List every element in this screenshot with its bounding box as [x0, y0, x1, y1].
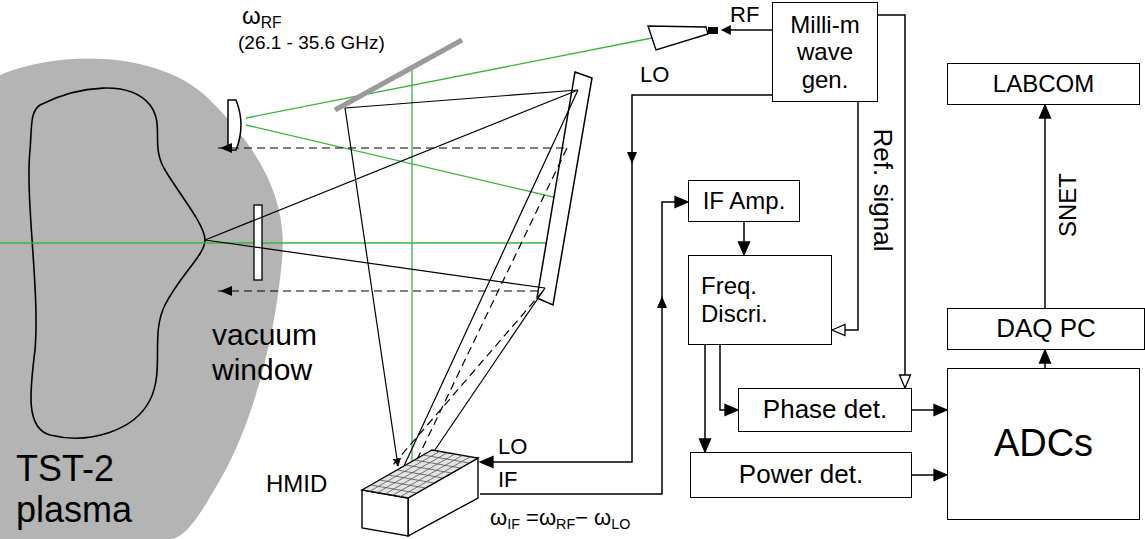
ray-arrow: [220, 143, 232, 153]
arrow-head: [1040, 350, 1051, 363]
ray: [218, 290, 543, 291]
region-label: TST-2 plasma: [16, 448, 166, 531]
process-box: Freq. Discri.: [688, 255, 832, 345]
ray: [404, 90, 578, 466]
connector: [705, 345, 706, 439]
edge-label: Ref. signal: [867, 129, 897, 252]
part-name: vacuum window: [212, 318, 337, 387]
connector: [912, 475, 934, 476]
frequency-symbol: ωRF: [242, 2, 282, 30]
process-box: LABCOM: [947, 63, 1140, 105]
process-box: Phase det.: [738, 388, 912, 432]
small-mirror: [228, 100, 241, 150]
horn-antenna: [648, 26, 708, 50]
edge-label: LO: [640, 62, 669, 87]
rf-beam: [246, 125, 566, 200]
arrow-head: [934, 405, 947, 416]
box-label: Milli-m wave gen.: [780, 11, 870, 94]
connector: [744, 222, 745, 242]
horn-feed: [708, 27, 718, 34]
arrow-head: [700, 439, 711, 452]
edge-label: IF: [498, 467, 518, 492]
ray: [205, 240, 545, 288]
plasma-region: TST-2 plasma: [0, 50, 290, 539]
ray: [392, 291, 543, 466]
edge-label: SNET: [1054, 173, 1082, 237]
arrow-head: [934, 470, 947, 481]
process-box: ADCs: [947, 368, 1140, 520]
process-box: Power det.: [690, 452, 912, 498]
ray: [345, 108, 398, 466]
connector: [480, 202, 675, 494]
arrow-head: [480, 457, 493, 468]
optical-axis: [0, 242, 560, 243]
arrow-head: [739, 242, 750, 255]
ray: [345, 90, 578, 108]
signal-name: RF: [730, 2, 759, 27]
connector: [845, 102, 858, 330]
part-name: HMID: [266, 470, 327, 498]
box-label: LABCOM: [993, 70, 1094, 98]
box-label: DAQ PC: [996, 314, 1096, 344]
connector: [720, 345, 725, 410]
box-label: Phase det.: [763, 395, 887, 425]
arrow-head: [832, 325, 845, 336]
frequency-range: (26.1 - 35.6 GHz): [238, 32, 385, 54]
ray-arrow: [220, 286, 232, 296]
process-box: IF Amp.: [688, 180, 800, 222]
ray: [424, 288, 545, 466]
ray: [414, 148, 567, 466]
process-box: DAQ PC: [947, 308, 1145, 350]
arrow-head: [725, 405, 738, 416]
detector-array: HMID: [262, 440, 480, 538]
connector: [1045, 118, 1046, 308]
connector: [912, 410, 934, 411]
large-mirror: [537, 72, 592, 305]
arrow-head: [1040, 105, 1051, 118]
box-label: IF Amp.: [703, 187, 786, 215]
arrow-head: [900, 375, 911, 388]
generator-box: Milli-m wave gen.: [772, 2, 878, 102]
vacuum-window: [254, 205, 262, 280]
rf-line: [722, 29, 772, 30]
box-label: Power det.: [739, 460, 863, 490]
box-label: ADCs: [994, 422, 1093, 466]
formula: ωIF =ωRF− ωLO: [490, 505, 630, 530]
box-label: Freq. Discri.: [701, 272, 793, 327]
ray: [218, 147, 567, 148]
rf-beam: [411, 68, 412, 466]
ray: [205, 90, 578, 240]
signal-name: LO: [498, 434, 527, 459]
arrow-head: [675, 197, 688, 208]
